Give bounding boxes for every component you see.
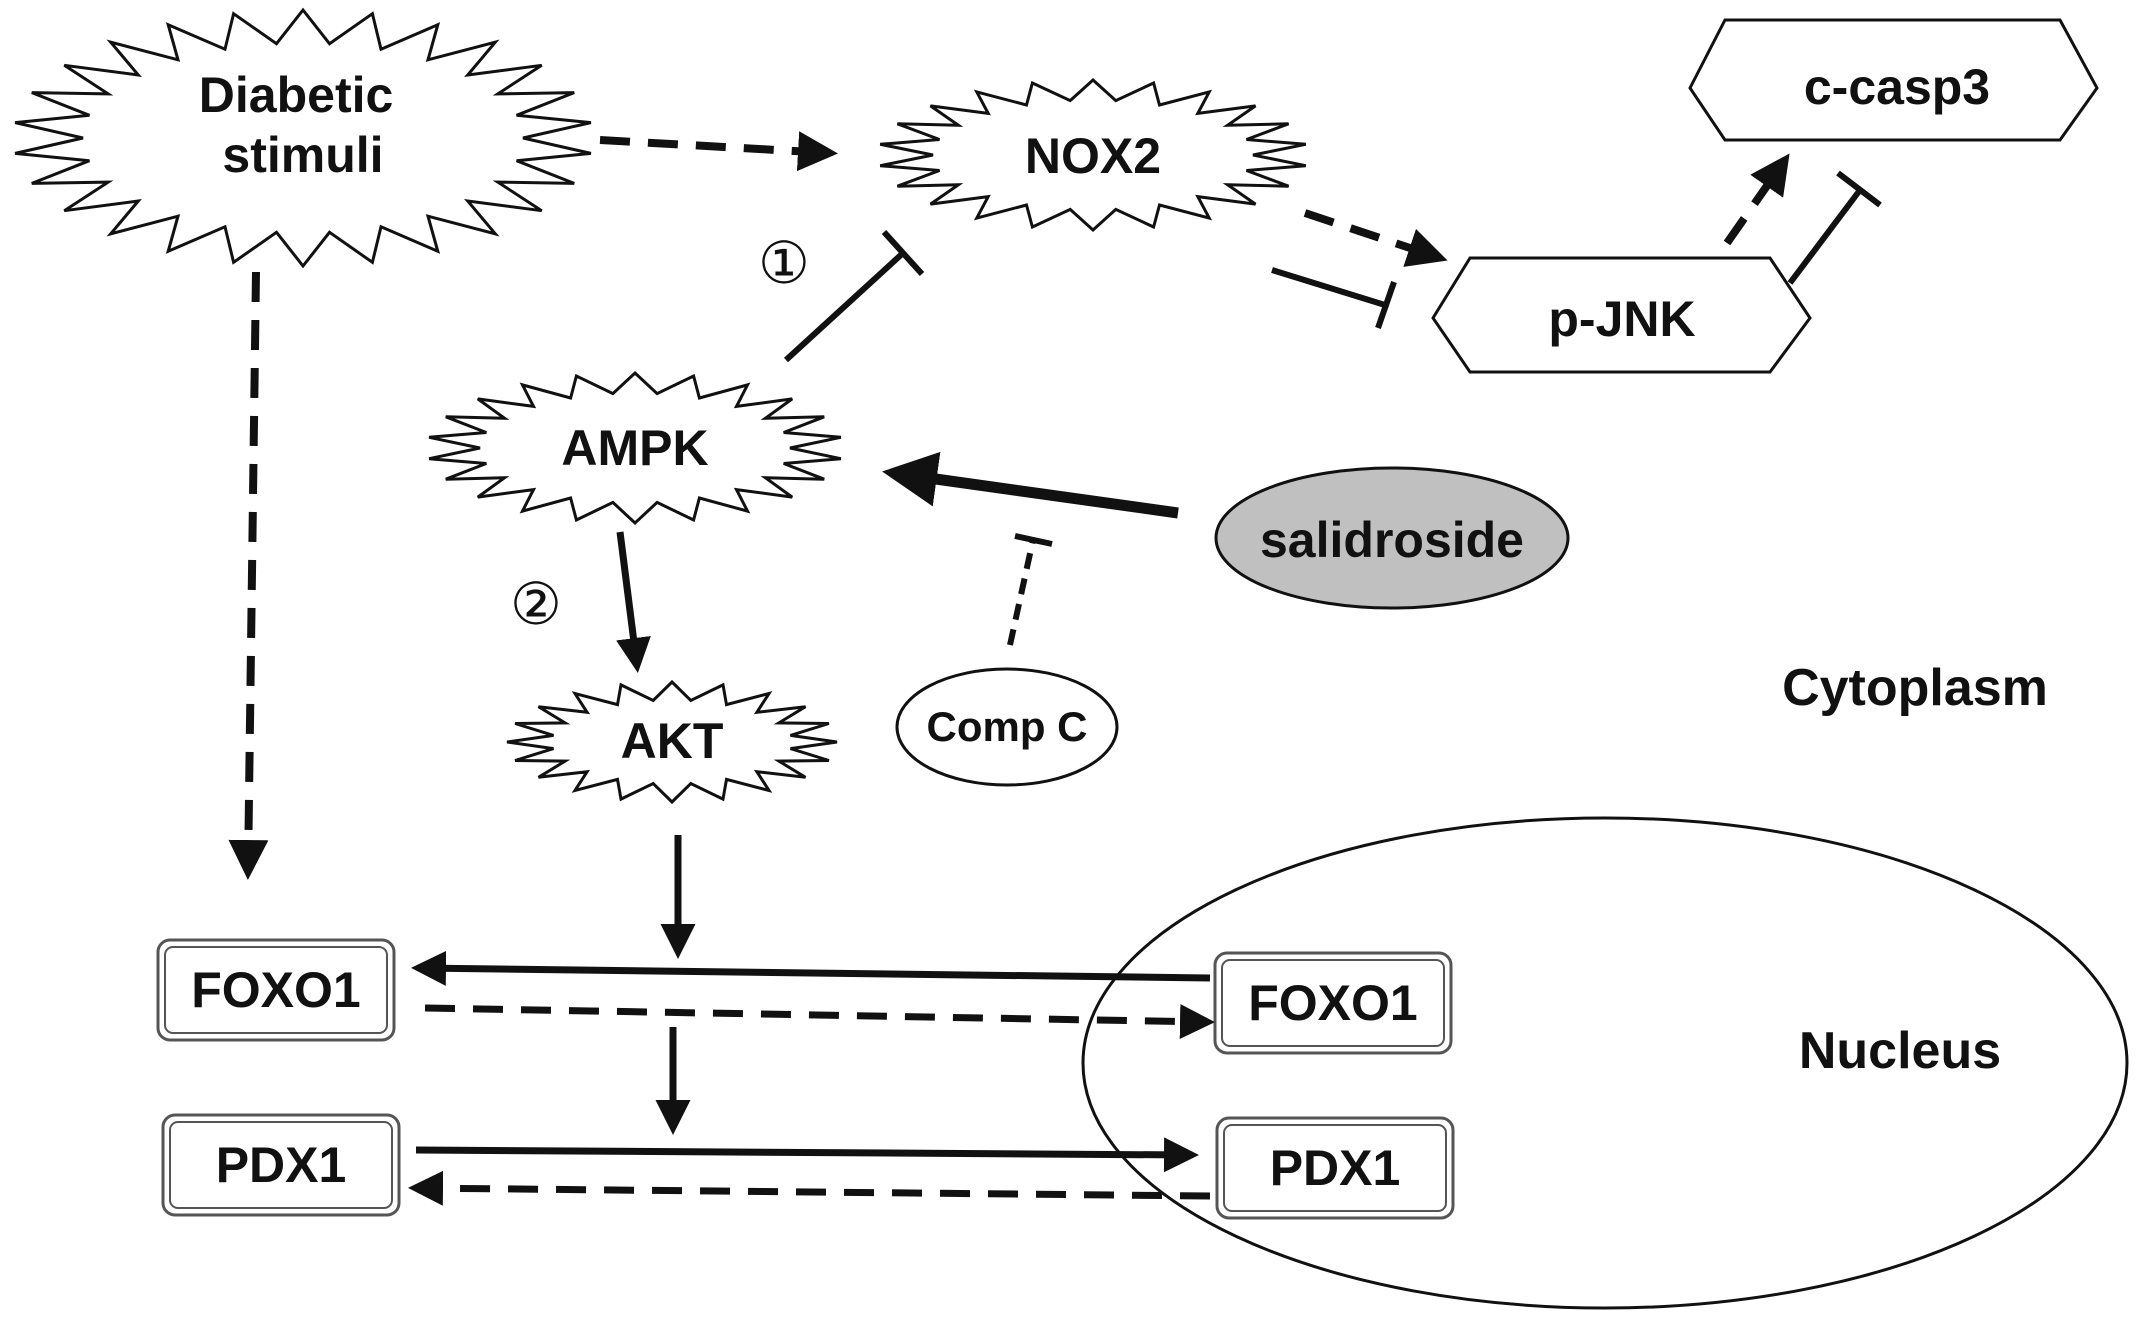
diabetic-stimuli-line-1: Diabetic [199,67,394,123]
diabetic-stimuli-shape [14,7,592,269]
diabetic-stimuli-line-2: stimuli [222,127,383,183]
ampk-inhibits-nox2-bar [881,229,925,277]
compc-inhibits-bar [1014,533,1053,547]
comp-c-label: Comp C [927,703,1088,750]
ampk-shape [428,370,842,526]
pdx1-nucleus-label: PDX1 [1270,1140,1401,1196]
compc-inhibits-line [1007,539,1036,646]
foxo1-export-arrow [411,950,1211,986]
inhibit-pjnk-bar [1375,281,1397,329]
cytoplasm-label: Cytoplasm [1782,659,2048,717]
salidroside-shape [1214,466,1570,610]
foxo1-import-arrow [424,1004,1215,1039]
salidroside-label: salidroside [1260,512,1524,568]
c-casp3-shape [1688,18,2099,142]
nox2-to-pjnk-arrow [1303,209,1448,267]
nox2-shape [879,77,1307,233]
foxo1-nucleus-label: FOXO1 [1248,975,1417,1031]
foxo1-cytoplasm-label: FOXO1 [191,962,360,1018]
nucleus-boundary [1081,816,2129,1310]
akt-shape [506,679,838,805]
pjnk-to-ccasp3-arrow [1723,153,1790,246]
comp-c-shape [895,667,1119,787]
step-marker-two: ② [510,570,562,638]
p-jnk-label: p-JNK [1548,291,1695,347]
pjnk-inhibits-ccasp3-line [1787,188,1863,285]
inhibit-pjnk-line [1271,267,1386,308]
pdx1-import-arrow [415,1137,1199,1173]
diabetic-to-foxo1-arrow [228,271,269,880]
foxo1-cytoplasm-box [156,938,396,1042]
diabetic-to-nox2-arrow [599,131,838,172]
pdx1-cytoplasm-box [161,1113,401,1217]
nox2-label: NOX2 [1025,128,1161,184]
ampk-inhibits-nox2-line [783,250,906,363]
ampk-label: AMPK [561,420,708,476]
step-marker-one: ① [758,229,810,297]
foxo1-nucleus-box [1213,951,1453,1055]
pdx1-export-arrow [408,1170,1211,1206]
pjnk-inhibits-ccasp3-bar [1836,170,1882,208]
pdx1-cytoplasm-label: PDX1 [216,1137,347,1193]
diabetic-stimuli-label: Diabetic stimuli [199,67,407,183]
c-casp3-label: c-casp3 [1804,59,1990,115]
akt-label: AKT [621,713,724,769]
ampk-to-akt-arrow [616,531,651,673]
pdx1-nucleus-box [1215,1116,1455,1220]
salidroside-activates-ampk-arrow [882,451,1179,519]
p-jnk-shape [1431,256,1812,374]
nucleus-label: Nucleus [1799,1022,2001,1080]
